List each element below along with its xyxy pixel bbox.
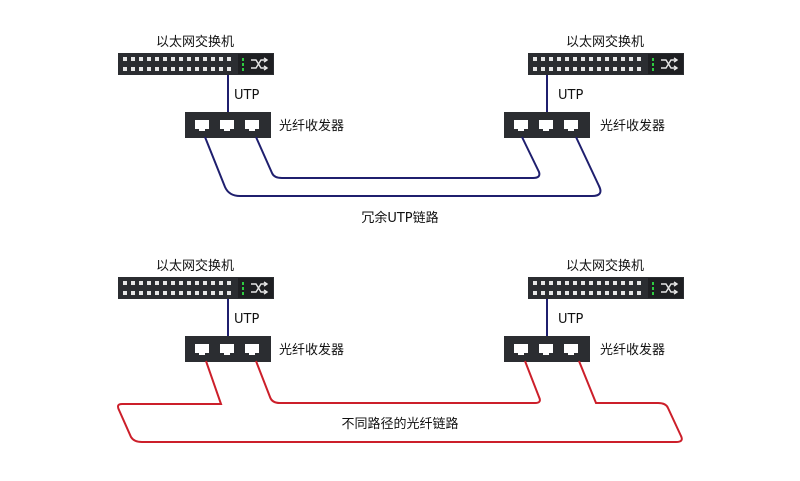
bottom-right-utp-label: UTP (558, 312, 583, 327)
top-left-transceiver (185, 112, 271, 138)
top-left-switch-label: 以太网交换机 (156, 34, 234, 50)
bottom-right-switch-label: 以太网交换机 (566, 258, 644, 274)
top-link-label: 冗余UTP链路 (361, 210, 438, 226)
bottom-right-transceiver-label: 光纤收发器 (600, 342, 665, 358)
bottom-scenario: 以太网交换机 UTP 光纤收发器 以太网交换机 UTP 光纤收发器 不同路径的光… (117, 258, 685, 443)
top-left-utp-label: UTP (234, 88, 259, 103)
bottom-fiber-link-outer (117, 360, 683, 443)
bottom-left-transceiver (185, 336, 271, 362)
top-right-transceiver (504, 112, 590, 138)
top-right-utp-label: UTP (558, 88, 583, 103)
bottom-left-transceiver-label: 光纤收发器 (279, 342, 344, 358)
top-left-switch (117, 52, 275, 76)
top-left-transceiver-label: 光纤收发器 (279, 118, 344, 134)
bottom-fiber-link-inner (255, 360, 541, 404)
bottom-right-transceiver (504, 336, 590, 362)
top-scenario: 以太网交换机 UTP 光纤收发器 以太网交换机 UTP 光纤收发器 冗余UTP链… (117, 34, 685, 226)
top-right-switch-label: 以太网交换机 (566, 34, 644, 50)
bottom-left-switch-label: 以太网交换机 (156, 258, 234, 274)
top-right-switch (527, 52, 685, 76)
top-utp-link-inner (255, 136, 541, 179)
top-right-transceiver-label: 光纤收发器 (600, 118, 665, 134)
bottom-link-label: 不同路径的光纤链路 (341, 416, 458, 432)
bottom-left-switch (117, 276, 275, 300)
bottom-right-switch (527, 276, 685, 300)
bottom-left-utp-label: UTP (234, 312, 259, 327)
top-utp-link-outer (204, 136, 602, 197)
